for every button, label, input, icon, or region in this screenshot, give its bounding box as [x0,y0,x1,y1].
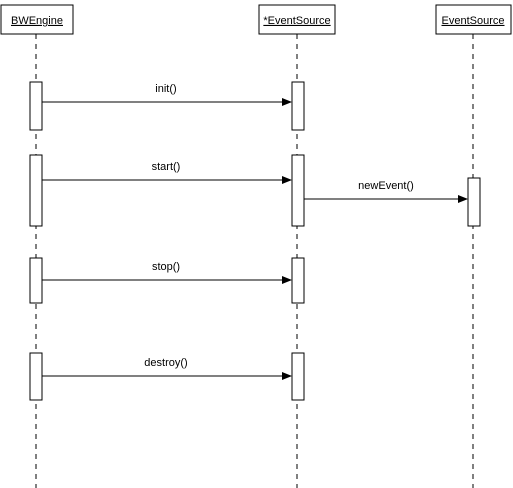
activation-box [29,352,43,401]
activation-box [29,81,43,131]
participant-label: *EventSource [263,15,330,27]
activation-box [29,257,43,304]
activation-box [291,154,305,227]
participant-eventsource-star: *EventSource [258,4,336,488]
message-label: init() [155,83,176,95]
message-label: newEvent() [358,180,414,192]
message-label: destroy() [144,357,187,369]
activation-box [291,352,305,401]
participant-bwengine: BWEngine [0,4,74,488]
message-label: start() [152,161,181,173]
participant-label: BWEngine [11,15,63,27]
message-init: init() [42,83,292,106]
participant-box [0,4,74,35]
activation-box [467,177,481,227]
activation-box [291,81,305,131]
participant-label: EventSource [442,15,505,27]
message-label: stop() [152,261,180,273]
message-start: start() [42,161,292,184]
participant-box [258,4,336,35]
participant-eventsource: EventSource [435,4,512,488]
activation-box [291,257,305,304]
activation-box [29,154,43,227]
message-stop: stop() [42,261,292,284]
message-newevent: newEvent() [304,180,468,203]
message-destroy: destroy() [42,357,292,380]
